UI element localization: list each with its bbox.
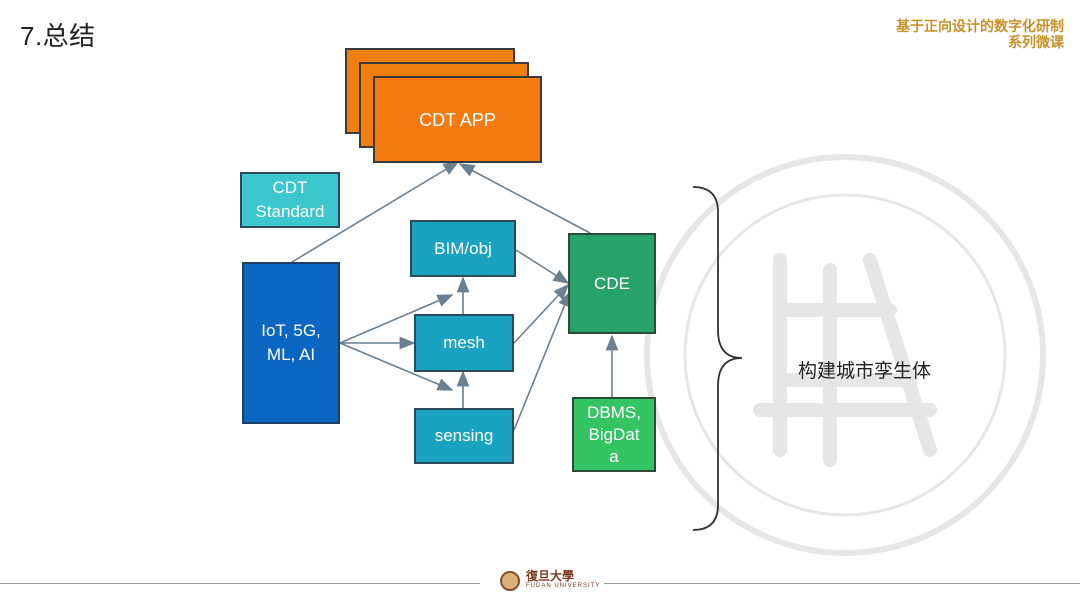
cdt-app-box: CDT APP (373, 76, 542, 163)
brace-label: 构建城市孪生体 (798, 361, 932, 382)
arrow-iot-to-app (291, 161, 460, 263)
arrow-iot-to-sensing (339, 342, 454, 391)
arrow-iot-to-bim (339, 294, 454, 344)
bim-obj-label: BIM/obj (434, 238, 492, 258)
cde-label: CDE (594, 273, 630, 293)
sensing-box: sensing (414, 408, 514, 464)
university-seal-watermark (644, 154, 1046, 556)
bim-obj-box: BIM/obj (410, 220, 516, 277)
iot-5g-ml-ai-box: IoT, 5G, ML, AI (242, 262, 340, 424)
cde-box: CDE (568, 233, 656, 334)
logo-en: FUDAN UNIVERSITY (526, 583, 601, 589)
fudan-logo: 復旦大學 FUDAN UNIVERSITY (500, 569, 601, 591)
course-title-line2: 系列微课 (1008, 34, 1064, 50)
arrow-mesh-to-cde (513, 283, 570, 344)
course-title: 基于正向设计的数字化研制 系列微课 (896, 18, 1064, 50)
logo-cn: 復旦大學 (526, 569, 575, 583)
footer-line-right (604, 583, 1080, 584)
fudan-seal-icon (500, 571, 520, 591)
arrow-sensing-to-cde (513, 290, 571, 431)
dbms-line1: DBMS, (587, 402, 641, 422)
cdt-app-label: CDT APP (419, 109, 496, 130)
arrow-bim-to-cde (515, 249, 570, 284)
course-title-line1: 基于正向设计的数字化研制 (896, 18, 1064, 34)
curly-brace (692, 186, 743, 531)
cdt-standard-line2: Standard (255, 202, 325, 221)
sensing-label: sensing (434, 426, 494, 445)
dbms-line2: BigDat (588, 424, 640, 444)
dbms-bigdata-box: DBMS, BigDat a (572, 397, 656, 472)
mesh-box: mesh (414, 314, 514, 372)
slide-title: 7.总结 (20, 21, 96, 51)
iot-line2: ML, AI (266, 345, 316, 364)
cdt-standard-line1: CDT (272, 178, 308, 197)
arrow-cde-to-app (458, 163, 591, 234)
dbms-line3: a (609, 446, 619, 466)
iot-line1: IoT, 5G, (261, 321, 321, 340)
cdt-standard-box: CDT Standard (240, 172, 340, 228)
footer-line-left (0, 583, 480, 584)
mesh-label: mesh (443, 333, 485, 352)
